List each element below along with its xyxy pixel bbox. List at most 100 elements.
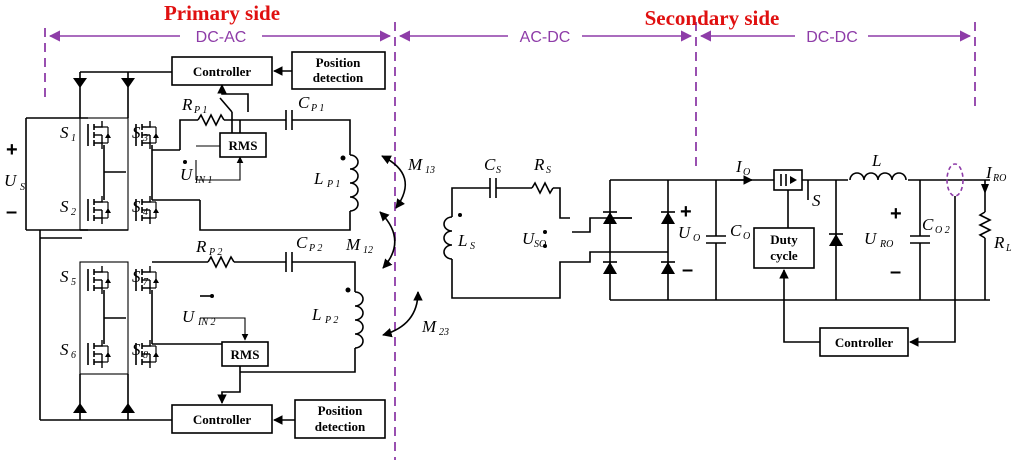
source-plus-sign: + bbox=[6, 139, 18, 161]
label-uo-sub: O bbox=[693, 233, 700, 244]
label-co2: C bbox=[922, 215, 934, 234]
switch-s6-mosfet bbox=[87, 339, 112, 369]
primary-side-heading: Primary side bbox=[164, 1, 280, 25]
label-s5: S bbox=[60, 267, 69, 286]
upper-resonant-circuit: RMS R P 1 C P 1 U IN 1 L P 1 bbox=[179, 93, 359, 231]
label-s2: S bbox=[60, 197, 69, 216]
lower-resonant-circuit: RMS R P 2 C P 2 U IN 2 L P 2 bbox=[180, 233, 364, 380]
label-s1: S bbox=[60, 123, 69, 142]
upper-rms-label: RMS bbox=[229, 138, 258, 153]
label-lp2: L bbox=[311, 305, 321, 324]
rectifier-diode-3 bbox=[602, 261, 618, 275]
lower-position-label-1: Position bbox=[318, 403, 364, 418]
upper-controller-label: Controller bbox=[193, 64, 251, 79]
ac-dc-span: AC-DC bbox=[398, 29, 693, 46]
label-rs: R bbox=[533, 155, 545, 174]
label-s2-sub: 2 bbox=[71, 207, 76, 218]
secondary-coil-circuit: C S R S L S U SO bbox=[443, 155, 668, 299]
region-dividers bbox=[44, 22, 976, 460]
label-iro-sub: RO bbox=[992, 173, 1006, 184]
label-uso-sub: SO bbox=[534, 239, 546, 250]
label-cp1: C bbox=[298, 93, 310, 112]
label-co1-sub: O 1 bbox=[743, 231, 758, 242]
upper-position-detection-box bbox=[291, 51, 386, 90]
label-us-sub: S bbox=[20, 182, 25, 193]
label-rl: R bbox=[993, 233, 1005, 252]
label-cp1-sub: P 1 bbox=[310, 103, 324, 114]
label-uin1-sub: IN 1 bbox=[194, 175, 213, 186]
label-s1-sub: 1 bbox=[71, 133, 76, 144]
label-rl-sub: L bbox=[1005, 243, 1012, 254]
label-uso: U bbox=[522, 229, 536, 248]
capacitor-co1: C O 1 bbox=[706, 180, 758, 300]
upper-position-label-2: detection bbox=[313, 70, 364, 85]
label-sw: S bbox=[812, 191, 821, 210]
source-minus-sign: – bbox=[6, 201, 17, 223]
rectifier-diode-2 bbox=[660, 211, 676, 225]
label-rp1-sub: P 1 bbox=[193, 105, 207, 116]
uro-plus-sign: + bbox=[890, 203, 902, 225]
capacitor-co2: C O 2 bbox=[910, 180, 950, 300]
label-s6-sub: 6 bbox=[71, 350, 76, 361]
rectifier-diode-4 bbox=[660, 261, 676, 275]
secondary-controller-box bbox=[819, 327, 909, 357]
label-lp1-sub: P 1 bbox=[326, 179, 340, 190]
label-s5-sub: 5 bbox=[71, 277, 76, 288]
label-uin1: U bbox=[180, 165, 194, 184]
label-s6: S bbox=[60, 340, 69, 359]
secondary-controller-label: Controller bbox=[835, 335, 893, 350]
uo-plus-sign: + bbox=[680, 201, 692, 223]
label-s3: S bbox=[132, 123, 141, 142]
dc-dc-label: DC-DC bbox=[806, 29, 858, 46]
upper-inverter: S 1 S 2 S 3 S 4 bbox=[60, 71, 200, 231]
upper-position-label-1: Position bbox=[316, 55, 362, 70]
duty-cycle-box bbox=[753, 227, 815, 269]
secondary-side-heading: Secondary side bbox=[645, 6, 780, 30]
label-lp1: L bbox=[313, 169, 323, 188]
label-ls: L bbox=[457, 231, 467, 250]
label-s3-sub: 3 bbox=[142, 133, 148, 144]
uo-minus-sign: – bbox=[682, 259, 693, 281]
lower-position-label-2: detection bbox=[315, 419, 366, 434]
dcdc-switch: S bbox=[773, 169, 821, 230]
label-m23: M bbox=[421, 317, 437, 336]
switch-s1-mosfet bbox=[87, 120, 112, 150]
dc-source: + U S – bbox=[4, 117, 88, 239]
label-io: I bbox=[735, 157, 743, 176]
label-rs-sub: S bbox=[546, 165, 551, 176]
label-cs-sub: S bbox=[496, 165, 501, 176]
label-m23-sub: 23 bbox=[439, 327, 449, 338]
label-s8: S bbox=[132, 340, 141, 359]
label-s4-sub: 4 bbox=[143, 207, 148, 218]
ac-dc-label: AC-DC bbox=[520, 29, 571, 46]
upper-rms-box bbox=[219, 132, 267, 158]
switch-s5-mosfet bbox=[87, 265, 112, 295]
lower-rms-label: RMS bbox=[231, 347, 260, 362]
label-uro: U bbox=[864, 229, 878, 248]
inductor-l: L bbox=[848, 151, 908, 186]
lower-position-detection-box bbox=[294, 399, 386, 439]
uro-minus-sign: – bbox=[890, 261, 901, 283]
label-us: U bbox=[4, 171, 18, 190]
label-m13: M bbox=[407, 155, 423, 174]
lower-inverter: S 5 S 6 S 7 S 8 bbox=[39, 238, 200, 421]
label-io-sub: O bbox=[743, 167, 750, 178]
label-rp2-sub: P 2 bbox=[208, 247, 222, 258]
coupling-m23-arrow bbox=[382, 291, 423, 338]
label-m12-sub: 12 bbox=[363, 245, 373, 256]
label-rp2: R bbox=[195, 237, 207, 256]
duty-cycle-label-2: cycle bbox=[770, 248, 798, 263]
label-s7: S bbox=[132, 267, 141, 286]
label-cs: C bbox=[484, 155, 496, 174]
label-m12: M bbox=[345, 235, 361, 254]
label-co1: C bbox=[730, 221, 742, 240]
coupling-m12-arrow bbox=[379, 211, 396, 269]
label-s8-sub: 8 bbox=[143, 350, 148, 361]
lower-rms-box bbox=[221, 341, 269, 367]
lower-controller-box bbox=[171, 404, 273, 434]
label-cp2: C bbox=[296, 233, 308, 252]
label-l: L bbox=[871, 151, 881, 170]
label-m13-sub: 13 bbox=[425, 165, 435, 176]
label-iro: I bbox=[985, 163, 993, 182]
current-sensor bbox=[946, 163, 964, 197]
